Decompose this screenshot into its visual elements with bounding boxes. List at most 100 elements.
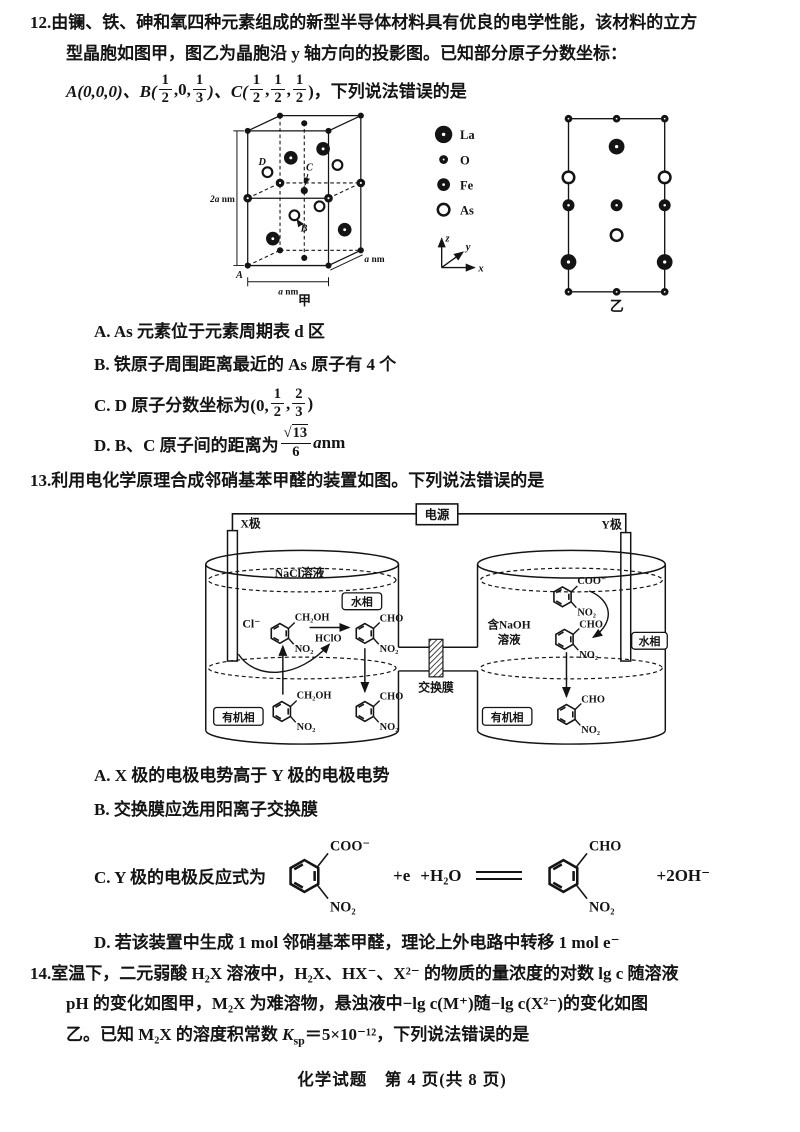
no2-label: NO₂ xyxy=(297,723,316,734)
projection-diagram: 乙 xyxy=(560,114,673,313)
unit-cell-diagram: D C B A 2a nm a nm a nm 甲 xyxy=(210,112,385,307)
no2-label: NO₂ xyxy=(295,645,314,656)
nitrobenzoate-structure: COO⁻ NO₂ xyxy=(289,838,370,915)
as-legend-label: As xyxy=(460,203,474,217)
ch2oh-label: CH₂OH xyxy=(295,613,330,624)
coords-part6: )，下列说法错误的是 xyxy=(308,82,467,102)
q14-stem3a: 乙。已知 M₂X 的溶度积常数 xyxy=(66,1024,283,1044)
no2-label: NO₂ xyxy=(581,726,600,737)
molecule-nitrobenzaldehyde-aq: CHO NO₂ xyxy=(355,614,403,656)
exchange-membrane-label: 交换膜 xyxy=(418,681,454,695)
no2-label: NO₂ xyxy=(588,899,614,915)
atom-label-A: A xyxy=(235,270,243,281)
ksp-symbol: K xyxy=(282,1024,294,1044)
caption-yi: 乙 xyxy=(610,299,624,313)
power-supply-box xyxy=(415,503,459,526)
aqueous-phase-box-left xyxy=(341,592,383,611)
projection-o-atoms xyxy=(564,114,669,296)
hclo-label: HClO xyxy=(315,634,341,645)
iron-atoms xyxy=(243,178,366,203)
molecule-nitrobenzyl-alcohol-aq: CH₂OH NO₂ xyxy=(270,613,330,656)
o-legend-label: O xyxy=(460,153,470,167)
optD-unit: nm xyxy=(321,433,346,453)
as-legend-icon xyxy=(436,202,451,217)
nitrobenzaldehyde-structure: CHO NO₂ xyxy=(547,838,621,915)
question-13: 13.利用电化学原理合成邻硝基苯甲醛的装置如图。下列说法错误的是 电源 X极 Y… xyxy=(30,466,774,959)
fe-legend-label: Fe xyxy=(460,178,474,192)
q14-stem-line2: pH 的变化如图甲，M₂X 为难溶物，悬浊液中−lg c(M⁺)随−lg c(X… xyxy=(66,994,649,1014)
q14-stem3b: ＝5×10⁻¹²，下列说法错误的是 xyxy=(304,1024,530,1044)
organic-phase-box-left xyxy=(213,707,264,727)
no2-label: NO₂ xyxy=(330,899,356,915)
optC-prefix: C. Y 极的电极反应式为 xyxy=(94,868,267,888)
q13-option-A: A. X 极的电极电势高于 Y 极的电极电势 xyxy=(94,766,390,786)
organic-phase-label-left: 有机相 xyxy=(222,710,255,724)
cho-label: CHO xyxy=(588,838,620,854)
question-12: 12.由镧、铁、砷和氧四种元素组成的新型半导体材料具有优良的电学性能，该材料的立… xyxy=(30,8,774,460)
electrochemical-cell-diagram: 电源 X极 Y极 NaCl溶液 xyxy=(205,503,668,746)
atom-label-C: C xyxy=(306,162,313,173)
caption-jia: 甲 xyxy=(298,293,311,307)
no2-label: NO₂ xyxy=(380,723,399,734)
y-electrode xyxy=(620,532,632,663)
power-supply-label: 电源 xyxy=(425,508,450,523)
molecule-nitrobenzaldehyde-aq-right: CHO NO₂ xyxy=(555,620,603,661)
exchange-membrane xyxy=(428,639,444,678)
q13-option-D: D. 若该装置中生成 1 mol 邻硝基苯甲醛，理论上外电路中转移 1 mol … xyxy=(94,932,620,952)
width-dimension-label: a nm xyxy=(278,287,298,297)
coords-part5: , xyxy=(286,79,291,99)
y-electrode-label: Y极 xyxy=(601,518,622,532)
arsenic-atoms xyxy=(261,158,344,221)
projection-la-atoms xyxy=(560,138,673,270)
q13-number: 13. xyxy=(30,470,52,490)
q13-apparatus-figure: 电源 X极 Y极 NaCl溶液 xyxy=(178,498,774,755)
no2-label: NO₂ xyxy=(577,608,596,619)
nacl-solution-label: NaCl溶液 xyxy=(275,566,325,580)
no2-label: NO₂ xyxy=(380,645,399,656)
double-bond-equals xyxy=(475,871,522,881)
exam-page: 12.由镧、铁、砷和氧四种元素组成的新型半导体材料具有优良的电学性能，该材料的立… xyxy=(30,8,774,1089)
page-footer: 化学试题 第 4 页(共 8 页) xyxy=(297,1069,507,1089)
plus-hydroxide: +2OH⁻ xyxy=(656,865,711,885)
coords-part4: , xyxy=(265,79,270,99)
q12-stem1-text: 由镧、铁、砷和氧四种元素组成的新型半导体材料具有优良的电学性能，该材料的立方 xyxy=(51,13,698,32)
coo-label: COO⁻ xyxy=(577,576,606,587)
q12-number: 12. xyxy=(30,13,52,32)
optC-part2: , xyxy=(285,393,291,413)
x-electrode-label: X极 xyxy=(240,517,261,531)
axes-icon: z y x xyxy=(437,233,484,274)
question-14: 14.室温下，二元弱酸 H₂X 溶液中，H₂X、HX⁻、X²⁻ 的物质的量浓度的… xyxy=(30,959,774,1052)
molecule-nitrobenzyl-alcohol-org: CH₂OH NO₂ xyxy=(272,691,331,734)
coords-part3: )、C( xyxy=(208,82,248,102)
projection-as-atoms xyxy=(561,169,672,242)
q13-stem-text: 利用电化学原理合成邻硝基苯甲醛的装置如图。下列说法错误的是 xyxy=(51,470,545,490)
molecule-nitrobenzaldehyde-org-left: CHO NO₂ xyxy=(355,692,404,734)
q13-stem: 13.利用电化学原理合成邻硝基苯甲醛的装置如图。下列说法错误的是 xyxy=(30,466,774,497)
optD-part1: D. B、C 原子间的距离为 xyxy=(94,435,279,455)
cho-label: CHO xyxy=(380,692,404,703)
q12-stem-line1: 12.由镧、铁、砷和氧四种元素组成的新型半导体材料具有优良的电学性能，该材料的立… xyxy=(30,8,774,39)
q12-option-B: B. 铁原子周围距离最近的 As 原子有 4 个 xyxy=(94,354,397,374)
optD-a: a xyxy=(313,433,322,453)
ksp-subscript: sp xyxy=(293,1033,305,1048)
q14-number: 14. xyxy=(30,963,52,983)
height-dimension-label: 2a nm xyxy=(210,194,235,204)
axis-x-label: x xyxy=(477,263,484,274)
optC-part1: C. D 原子分数坐标为(0, xyxy=(94,396,269,416)
x-electrode xyxy=(226,530,239,663)
naoh-solution-label-line2: 溶液 xyxy=(498,633,521,647)
cho-label: CHO xyxy=(581,695,605,706)
legend-and-axes: La O Fe As z y x xyxy=(434,125,484,274)
q13-option-B: B. 交换膜应选用阳离子交换膜 xyxy=(94,799,318,819)
coords-part2: ,0, xyxy=(173,79,191,99)
projection-fe-atoms xyxy=(562,198,671,211)
